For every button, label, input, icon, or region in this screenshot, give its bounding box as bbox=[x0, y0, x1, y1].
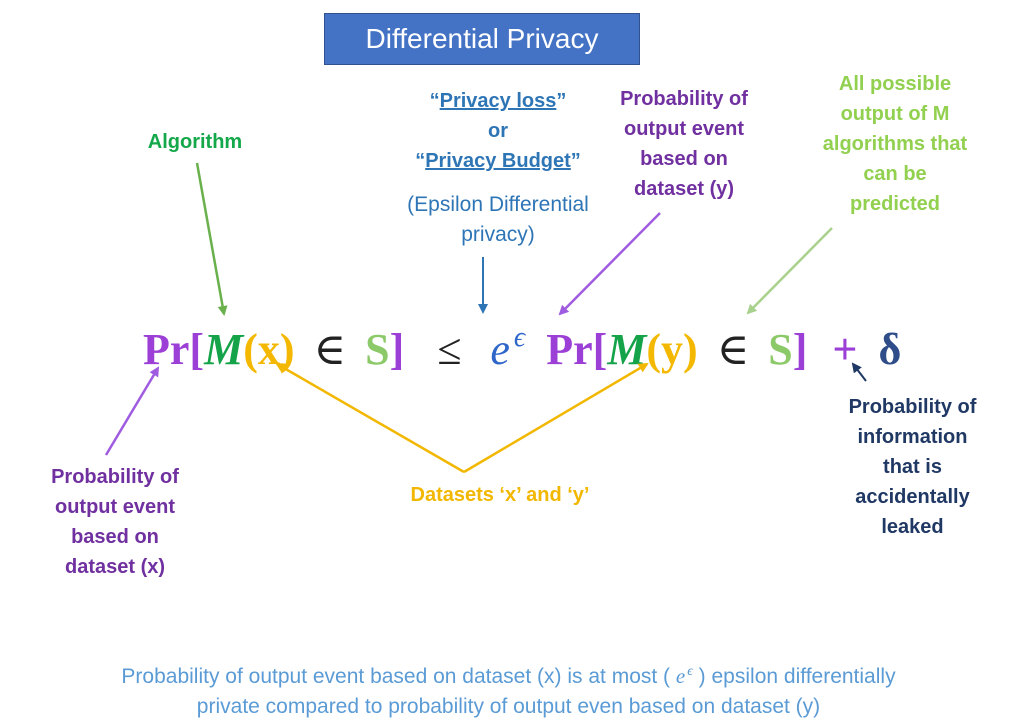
privacy-loss-text: Privacy loss bbox=[439, 90, 557, 112]
arrow-probability-y bbox=[558, 212, 661, 316]
formula-delta: δ bbox=[878, 325, 902, 374]
caption: Probability of output event based on dat… bbox=[0, 657, 1017, 722]
datasets-label: Datasets ‘x’ and ‘y’ bbox=[410, 484, 590, 506]
probability-x-label: Probability of output event based on dat… bbox=[51, 466, 179, 578]
formula-close-left: ] bbox=[389, 325, 405, 374]
algorithm-label: Algorithm bbox=[147, 131, 243, 153]
formula-s-right: S bbox=[768, 325, 793, 374]
arrow-probability-x bbox=[104, 366, 160, 456]
or-text: or bbox=[488, 120, 508, 142]
formula-pr-right: Pr[ bbox=[546, 325, 608, 374]
formula-pr-left: Pr[ bbox=[143, 325, 205, 374]
caption-line2: private compared to probability of outpu… bbox=[196, 695, 821, 718]
formula-in-right: ∈ bbox=[716, 325, 750, 374]
formula-leq: ≤ bbox=[437, 325, 462, 374]
formula-m-left: M bbox=[204, 325, 244, 374]
formula-in-left: ∈ bbox=[313, 325, 347, 374]
arrow-algorithm bbox=[195, 162, 228, 316]
arrow-possible-output bbox=[746, 227, 833, 315]
epsilon-dp-label: (Epsilon Differential privacy) bbox=[407, 193, 589, 246]
probability-y-label: Probability of output event based on dat… bbox=[620, 88, 748, 200]
formula-y: (y) bbox=[646, 325, 698, 374]
privacy-budget-text: Privacy Budget bbox=[425, 150, 571, 172]
page-title: Differential Privacy bbox=[365, 23, 599, 54]
possible-output-label: All possible output of M algorithms that… bbox=[822, 73, 968, 215]
title-box: Differential Privacy bbox=[324, 13, 640, 65]
leak-label: Probability of information that is accid… bbox=[848, 396, 977, 538]
arrow-dataset-x bbox=[275, 362, 465, 474]
arrow-leak bbox=[851, 362, 867, 382]
caption-line1: Probability of output event based on dat… bbox=[121, 664, 896, 688]
formula-close-right: ] bbox=[792, 325, 808, 374]
formula-s-left: S bbox=[365, 325, 390, 374]
arrow-dataset-y bbox=[463, 362, 649, 474]
privacy-loss-label: “Privacy loss” or “Privacy Budget” bbox=[378, 86, 618, 176]
